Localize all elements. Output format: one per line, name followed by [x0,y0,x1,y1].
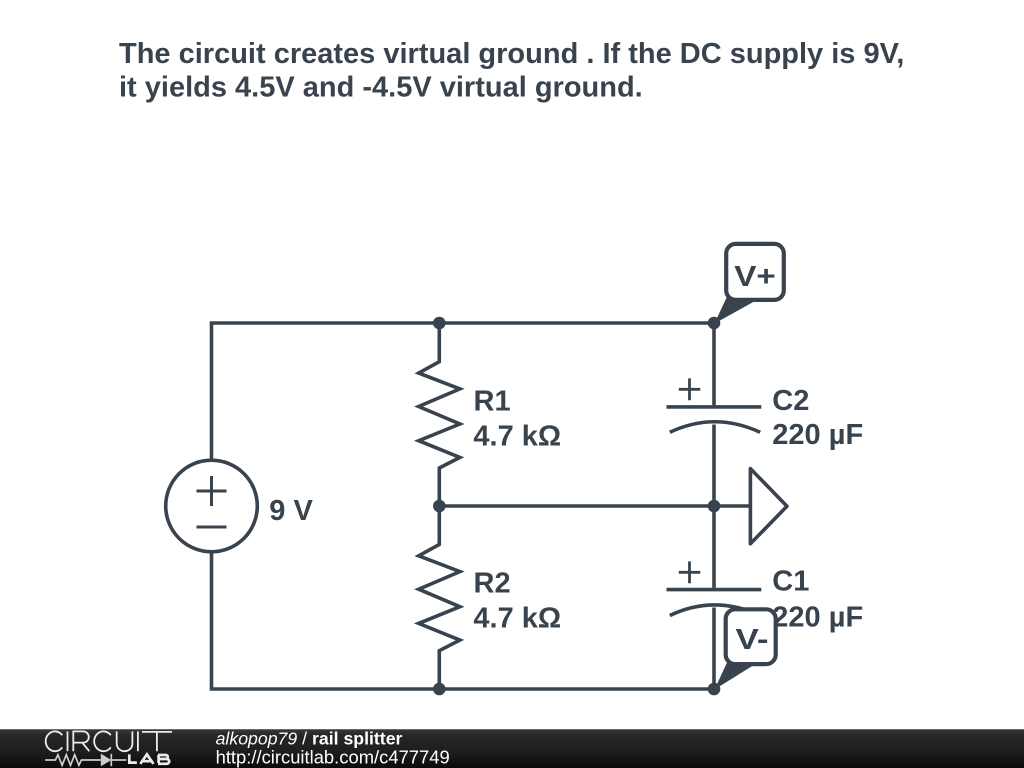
svg-text:it yields 4.5V and -4.5V virtu: it yields 4.5V and -4.5V virtual ground. [119,72,643,104]
svg-text:V-: V- [736,624,769,656]
svg-text:220 µF: 220 µF [772,419,863,451]
svg-text:alkopop79 / rail splitter: alkopop79 / rail splitter [216,729,403,749]
svg-text:220 µF: 220 µF [772,601,863,633]
svg-text:C1: C1 [772,566,809,598]
svg-text:R2: R2 [474,568,511,600]
svg-text:4.7 kΩ: 4.7 kΩ [473,420,561,452]
svg-text:R1: R1 [474,386,511,418]
svg-text:9 V: 9 V [269,495,313,527]
svg-text:http://circuitlab.com/c477749: http://circuitlab.com/c477749 [216,746,450,767]
svg-text:4.7 kΩ: 4.7 kΩ [473,602,561,634]
svg-text:C2: C2 [772,385,809,417]
svg-text:V+: V+ [734,261,776,293]
svg-text:The circuit creates virtual gr: The circuit creates virtual ground . If … [119,38,904,70]
